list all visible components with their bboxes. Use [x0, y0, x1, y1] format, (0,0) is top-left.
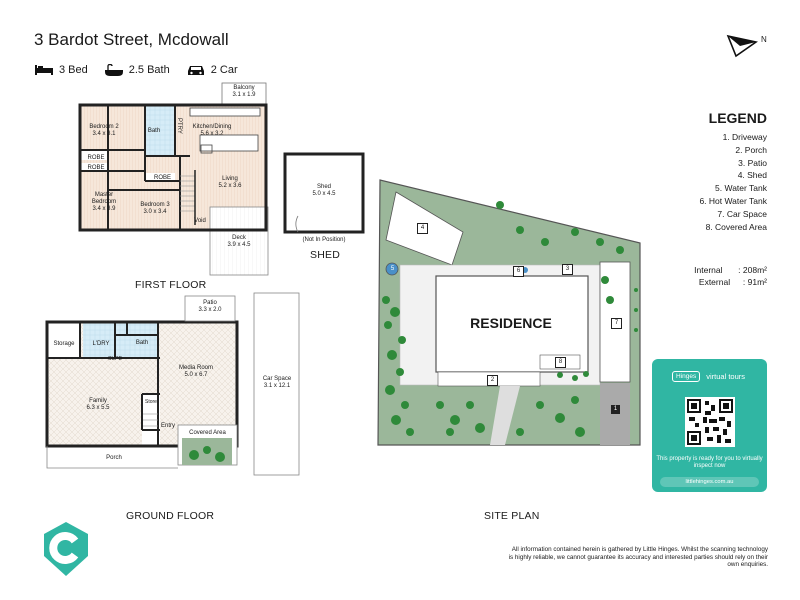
- qr-code-icon[interactable]: [685, 397, 735, 447]
- internal-area-value: : 208m²: [738, 265, 767, 275]
- legend-item: 8. Covered Area: [705, 221, 767, 232]
- robe-label-3: ROBE: [153, 175, 171, 181]
- marker-driveway: 1: [611, 405, 620, 414]
- legend-item: 7. Car Space: [717, 208, 767, 219]
- legend-list: 1. Driveway 2. Porch 3. Patio 4. Shed 5.…: [699, 131, 767, 233]
- legend-item: 2. Porch: [735, 144, 767, 155]
- hinges-logo: Hinges: [672, 371, 701, 382]
- beds-spec: 3 Bed: [34, 64, 88, 76]
- room-first-bath: Bath: [147, 128, 161, 134]
- first-floor-title: FIRST FLOOR: [135, 279, 207, 291]
- baths-spec: 2.5 Bath: [104, 63, 170, 77]
- marker-water-tank: 5: [390, 266, 395, 272]
- room-laundry: L'DRY: [92, 341, 110, 347]
- robe-label-2: ROBE: [87, 165, 105, 171]
- cars-label: 2 Car: [210, 64, 238, 76]
- cars-spec: 2 Car: [186, 64, 238, 77]
- void-label: Void: [194, 218, 206, 224]
- car-icon: [187, 65, 204, 75]
- marker-shed: 4: [417, 223, 428, 234]
- little-hinges-logo-icon: [44, 522, 88, 576]
- site-plan-title: SITE PLAN: [484, 510, 540, 522]
- beds-label: 3 Bed: [59, 64, 88, 76]
- legend-title: LEGEND: [708, 110, 767, 126]
- legend-item: 6. Hot Water Tank: [699, 195, 767, 206]
- cupboard-label: CUPD: [107, 356, 123, 362]
- virtual-tour-message: This property is ready for you to virtua…: [656, 456, 763, 470]
- room-entry: Entry: [160, 423, 175, 429]
- room-store: Store: [145, 399, 157, 405]
- porch-label: Porch: [106, 455, 122, 461]
- virtual-tour-link[interactable]: littlehinges.com.au: [660, 477, 759, 487]
- room-storage: Storage: [53, 341, 75, 347]
- legend-item: 4. Shed: [737, 170, 767, 181]
- legend-item: 3. Patio: [738, 157, 767, 168]
- bed-icon: [35, 65, 53, 75]
- disclaimer-text: All information contained herein is gath…: [508, 546, 768, 568]
- covered-area-label: Covered Area: [189, 430, 226, 436]
- marker-porch: 2: [487, 375, 498, 386]
- room-ground-bath: Bath: [135, 340, 149, 346]
- marker-patio: 3: [562, 264, 573, 275]
- north-arrow-icon: [726, 34, 758, 58]
- property-address: 3 Bardot Street, Mcdowall: [34, 30, 229, 49]
- marker-hot-water-tank: 6: [513, 266, 524, 277]
- external-area-value: : 91m²: [742, 277, 767, 287]
- north-label: N: [761, 35, 767, 44]
- external-area-label: External: [698, 277, 731, 287]
- internal-area-label: Internal: [694, 265, 723, 275]
- legend-item: 1. Driveway: [722, 132, 767, 142]
- marker-car-space: 7: [611, 318, 622, 329]
- shed-note: (Not In Position): [302, 237, 346, 243]
- residence-label: RESIDENCE: [470, 315, 552, 331]
- area-summary: Internal : 208m² External : 91m²: [694, 264, 767, 288]
- marker-covered-area: 8: [555, 357, 566, 368]
- virtual-tours-label: virtual tours: [706, 372, 745, 381]
- room-pantry: PTRY: [176, 118, 182, 134]
- legend-item: 5. Water Tank: [715, 183, 767, 194]
- property-specs: 3 Bed 2.5 Bath 2 Car: [34, 62, 250, 78]
- virtual-tour-brand: Hinges virtual tours: [672, 371, 745, 382]
- robe-label-1: ROBE: [87, 155, 105, 161]
- virtual-tour-card[interactable]: Hinges virtual tours This property is re…: [652, 359, 767, 492]
- bath-icon: [104, 63, 123, 76]
- baths-label: 2.5 Bath: [128, 64, 170, 76]
- ground-floor-title: GROUND FLOOR: [126, 510, 215, 522]
- shed-title: SHED: [310, 249, 340, 261]
